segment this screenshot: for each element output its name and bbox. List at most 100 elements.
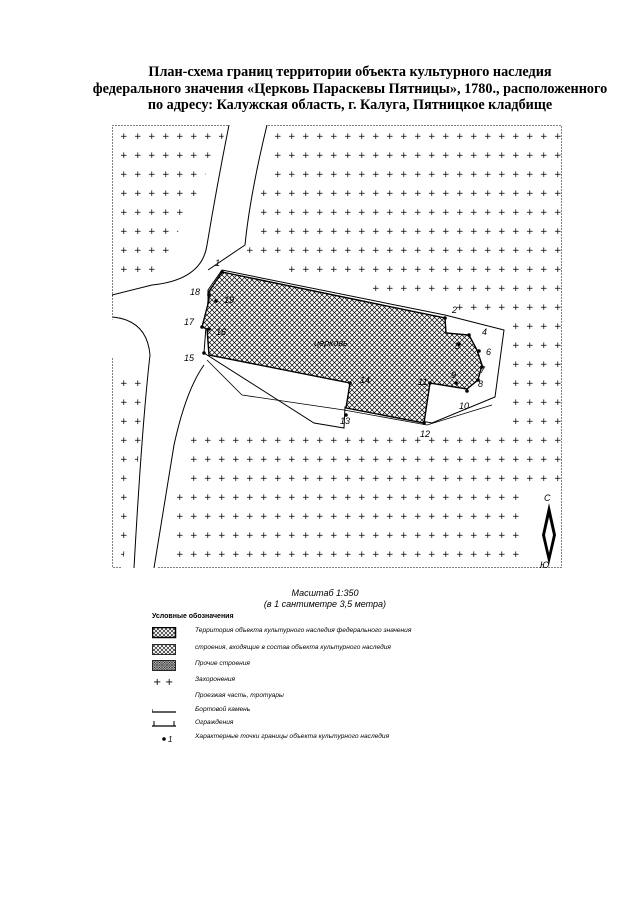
burial-plus-icon: + (428, 151, 436, 161)
burial-plus-icon: + (470, 550, 478, 560)
burial-plus-icon: + (330, 227, 338, 237)
burial-plus-icon: + (316, 474, 324, 484)
burial-plus-icon: + (526, 189, 534, 199)
burial-plus-icon: + (246, 493, 254, 503)
burial-plus-icon: + (512, 322, 520, 332)
burial-plus-icon: + (470, 189, 478, 199)
burial-plus-icon: + (232, 512, 240, 522)
burial-plus-icon: + (428, 246, 436, 256)
burial-plus-icon: + (470, 512, 478, 522)
burial-plus-icon: + (330, 170, 338, 180)
burial-plus-icon: + (540, 417, 548, 427)
burial-plus-icon: + (274, 512, 282, 522)
burial-plus-icon: + (204, 550, 212, 560)
burial-plus-icon: + (484, 512, 492, 522)
burial-plus-icon: + (218, 512, 226, 522)
burial-plus-icon: + (218, 493, 226, 503)
burial-plus-icon: + (526, 322, 534, 332)
burial-plus-icon: + (442, 284, 450, 294)
burial-plus-icon: + (302, 208, 310, 218)
burial-plus-icon: + (512, 398, 520, 408)
burial-plus-icon: + (232, 531, 240, 541)
burial-plus-icon: + (274, 455, 282, 465)
burial-plus-icon: + (120, 436, 128, 446)
burial-plus-icon: + (120, 455, 128, 465)
burial-plus-icon: + (484, 284, 492, 294)
north-label: С (544, 493, 551, 503)
burial-plus-icon: + (428, 531, 436, 541)
burial-plus-icon: + (134, 189, 142, 199)
burial-plus-icon: + (554, 132, 562, 142)
burial-plus-icon: + (372, 455, 380, 465)
burial-plus-icon: + (162, 132, 170, 142)
burial-plus-icon: + (386, 265, 394, 275)
burial-plus-icon: + (288, 493, 296, 503)
legend-item-label: Бортовой камень (195, 706, 251, 713)
legend-item: Проезжая часть, тротуары (152, 691, 482, 705)
burial-plus-icon: + (134, 227, 142, 237)
burial-plus-icon: + (344, 436, 352, 446)
burial-plus-icon: + (162, 189, 170, 199)
burial-plus-icon: + (470, 303, 478, 313)
building-label: церковь (314, 338, 348, 348)
burial-plus-icon: + (512, 550, 520, 560)
burial-plus-icon: + (344, 474, 352, 484)
burial-plus-icon: + (288, 550, 296, 560)
boundary-point-dot (422, 421, 426, 425)
burial-plus-icon: + (526, 132, 534, 142)
burial-plus-icon: + (232, 550, 240, 560)
burial-plus-icon: + (442, 208, 450, 218)
burial-plus-icon: + (344, 246, 352, 256)
burial-plus-icon: + (498, 208, 506, 218)
burial-plus-icon: + (274, 151, 282, 161)
church-building (201, 271, 483, 424)
burial-plus-icon: + (176, 170, 184, 180)
burial-plus-icon: + (148, 189, 156, 199)
burial-plus-icon: + (148, 265, 156, 275)
burial-plus-icon: + (400, 512, 408, 522)
burial-plus-icon: + (400, 208, 408, 218)
boundary-point-label: 4 (482, 327, 487, 337)
burial-plus-icon: + (134, 265, 142, 275)
burial-plus-icon: + (554, 341, 562, 351)
burial-plus-icon: + (204, 436, 212, 446)
burial-plus-icon: + (470, 284, 478, 294)
burial-plus-icon: + (540, 208, 548, 218)
burial-plus-icon: + (498, 303, 506, 313)
curb-line-icon (151, 705, 176, 716)
burial-plus-icon: + (372, 284, 380, 294)
burial-plus-icon: + (414, 151, 422, 161)
burial-plus-icon: + (498, 227, 506, 237)
burial-plus-icon: + (526, 246, 534, 256)
burial-plus-icon: + (302, 436, 310, 446)
burial-plus-icon: + (470, 151, 478, 161)
burial-plus-icon: + (442, 436, 450, 446)
burial-plus-icon: + (386, 170, 394, 180)
burial-plus-icon: + (526, 398, 534, 408)
burial-plus-icon: + (288, 265, 296, 275)
burial-plus-icon: + (484, 550, 492, 560)
title-line-2: федерального значения «Церковь Параскевы… (92, 80, 608, 97)
burial-plus-icon: + (120, 398, 128, 408)
burial-plus-icon: + (316, 246, 324, 256)
svg-text:1: 1 (168, 735, 172, 744)
burial-plus-icon: + (456, 303, 464, 313)
boundary-point-label: 17 (184, 317, 195, 327)
burial-plus-icon: + (526, 265, 534, 275)
burial-plus-icon: + (120, 550, 128, 560)
burial-plus-icon: + (386, 246, 394, 256)
burial-plus-icon: + (162, 246, 170, 256)
burial-plus-icon: + (260, 436, 268, 446)
burial-plus-icon: + (484, 151, 492, 161)
territory-boundary (203, 269, 505, 429)
road-area (112, 125, 267, 568)
burial-plus-icon: + (526, 474, 534, 484)
burial-plus-icon: + (414, 265, 422, 275)
burial-plus-icon: + (540, 436, 548, 446)
burial-plus-icon: + (498, 550, 506, 560)
burial-plus-icon: + (246, 531, 254, 541)
boundary-point-dot (480, 365, 484, 369)
south-label: Ю (540, 560, 549, 568)
burial-plus-icon: + (526, 360, 534, 370)
burial-plus-icon: + (498, 493, 506, 503)
